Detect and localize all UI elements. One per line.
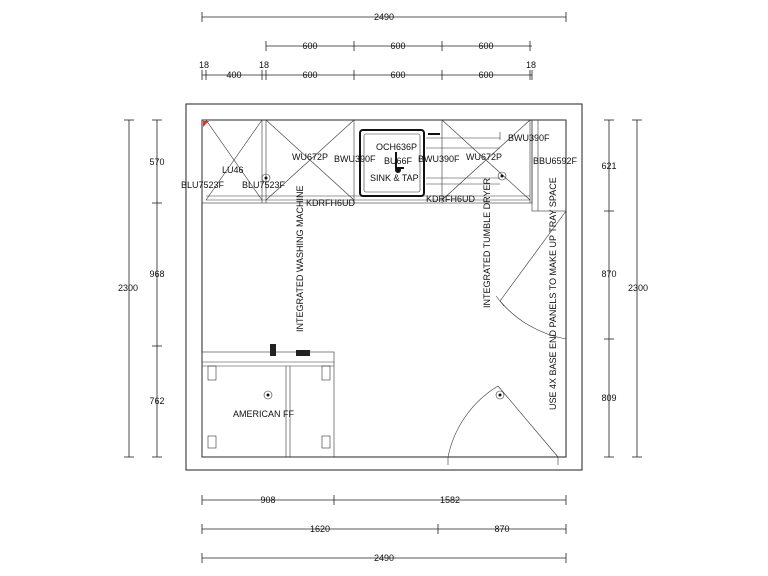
vertical-annotations: INTEGRATED WASHING MACHINE INTEGRATED TU… [295,177,558,410]
label-bwu390f-a: BWU390F [334,154,376,164]
dim-top-row2-2: 600 [390,41,405,51]
left-dimensions: 2300 570 968 762 [118,119,165,458]
label-sink-tap: SINK & TAP [370,173,419,183]
dim-top-total: 2490 [374,12,394,22]
dim-top-row3-2: 400 [226,70,241,80]
label-bwu390f-c: BWU390F [508,133,550,143]
label-bu66f: BU66F [384,156,413,166]
american-fridge-freezer: AMERICAN FF [201,344,335,458]
dim-bottom-row2-1: 1620 [310,524,330,534]
right-dimensions: 621 870 809 2300 [601,119,648,458]
dim-top-row3-7: 18 [526,60,536,70]
bottom-door [447,385,559,465]
tap-knob-icon [395,167,401,173]
dim-right-total: 2300 [628,283,648,293]
sink-bowl [359,129,425,197]
bottom-dimensions: 908 1582 1620 870 2490 [201,495,567,563]
dim-top-row3-6: 600 [478,70,493,80]
dim-bottom-total: 2490 [374,553,394,563]
dim-right-seg-2: 870 [601,269,616,279]
dim-bottom-row1-2: 1582 [440,495,460,505]
label-bwu390f-b: BWU390F [418,154,460,164]
label-blu7523f-b: BLU7523F [242,180,286,190]
dim-top-row3-5: 600 [390,70,405,80]
handle-icon [495,390,505,400]
label-tumble-dryer: INTEGRATED TUMBLE DRYER [482,177,492,308]
handle-icon [263,390,273,400]
top-unit-labels: LU46 BLU7523F BLU7523F WU672P BWU390F KD… [181,133,578,208]
corner-mark [203,121,209,127]
dim-top-row3-1: 18 [199,60,209,70]
top-dimensions: 2490 600 600 600 18 400 18 600 600 600 1… [199,12,567,80]
dim-bottom-row1-1: 908 [260,495,275,505]
label-bbu6592f: BBU6592F [533,156,578,166]
dim-left-seg-1: 570 [149,157,164,167]
label-wu672p-b: WU672P [466,152,502,162]
dim-top-row2-3: 600 [478,41,493,51]
label-kdrfh6ud-a: KDRFH6UD [306,198,356,208]
dim-left-seg-2: 968 [149,269,164,279]
dim-right-seg-1: 621 [601,161,616,171]
dim-top-row3-4: 600 [302,70,317,80]
dim-bottom-row2-2: 870 [494,524,509,534]
label-och636p: OCH636P [376,142,417,152]
dim-left-total: 2300 [118,283,138,293]
label-washing-machine: INTEGRATED WASHING MACHINE [295,185,305,332]
top-units [201,119,567,212]
dim-left-seg-3: 762 [149,396,164,406]
right-door [495,210,567,340]
dim-top-row2-1: 600 [302,41,317,51]
dim-right-seg-3: 809 [601,393,616,403]
dim-top-row3-3: 18 [259,60,269,70]
label-lu46: LU46 [222,165,244,175]
label-wu672p-a: WU672P [292,152,328,162]
label-end-panels: USE 4X BASE END PANELS TO MAKE UP TRAY S… [548,177,558,410]
label-blu7523f-a: BLU7523F [181,180,225,190]
handle-icon [261,173,271,183]
handle-icon [497,171,507,181]
label-american-ff: AMERICAN FF [233,409,295,419]
label-kdrfh6ud-b: KDRFH6UD [426,194,476,204]
